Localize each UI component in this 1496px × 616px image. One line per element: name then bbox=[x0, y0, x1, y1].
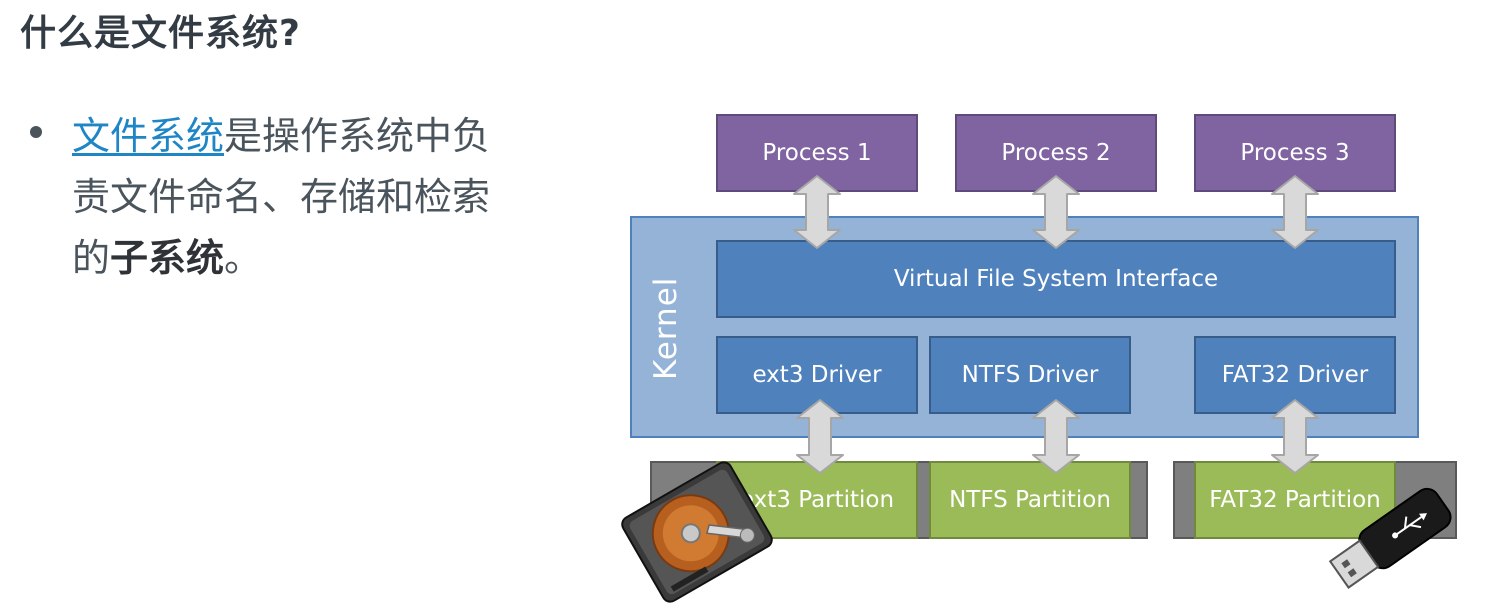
arrow-process3-vfs bbox=[1271, 175, 1319, 249]
arrow-process1-vfs bbox=[793, 175, 841, 249]
arrow-ext3-driver-partition bbox=[796, 399, 844, 474]
hard-drive-icon bbox=[621, 461, 773, 603]
bullet-bold-text: 子系统 bbox=[110, 236, 225, 280]
ntfs-partition-box: NTFS Partition bbox=[929, 461, 1131, 539]
bullet-text-part2: 。 bbox=[224, 236, 263, 280]
fat32-partition-box: FAT32 Partition bbox=[1194, 461, 1396, 539]
arrow-fat32-driver-partition bbox=[1271, 399, 1319, 474]
process-2-box: Process 2 bbox=[955, 114, 1157, 192]
slide-title: 什么是文件系统? bbox=[20, 13, 301, 54]
arrow-ntfs-driver-partition bbox=[1032, 399, 1080, 474]
bullet-text: 文件系统是操作系统中负责文件命名、存储和检索的子系统。 bbox=[72, 106, 512, 289]
bullet-marker bbox=[30, 126, 42, 138]
usb-drive-icon bbox=[1328, 487, 1452, 589]
bullet-text-part1: 是操作系统中负责文件命名、存储和检索的 bbox=[72, 114, 491, 280]
file-system-link[interactable]: 文件系统 bbox=[72, 114, 225, 158]
fat32-driver-box: FAT32 Driver bbox=[1194, 336, 1396, 414]
ntfs-driver-box: NTFS Driver bbox=[929, 336, 1131, 414]
arrow-process2-vfs bbox=[1032, 175, 1080, 249]
